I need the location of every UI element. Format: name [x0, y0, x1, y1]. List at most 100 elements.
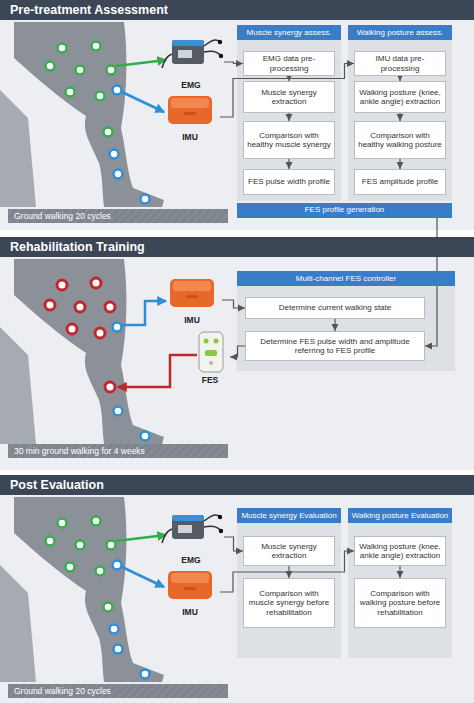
process-box: Comparison with muscle synergy before re… — [243, 578, 335, 628]
imu-device — [168, 96, 212, 124]
process-text: FES amplitude profile — [362, 177, 438, 186]
fes-electrode — [95, 328, 105, 338]
device-label: EMG — [181, 555, 200, 565]
fes-electrode — [105, 382, 115, 392]
process-box: Comparison with healthy walking posture — [354, 121, 446, 159]
column-heading: Muscle synergy assess. — [237, 25, 341, 40]
process-box: Comparison with healthy muscle synergy — [243, 121, 335, 159]
emg-device — [162, 515, 223, 543]
sensor-dots — [46, 42, 150, 204]
panel-heading: Rehabilitation Training — [0, 237, 474, 257]
column-heading: Walking posture Evaluation — [348, 508, 452, 523]
signal-arrow — [116, 60, 166, 66]
column-ground — [348, 25, 452, 201]
fes-electrode — [45, 300, 55, 310]
process-box: Walking posture (knee, ankle angle) extr… — [354, 536, 446, 566]
column-ground — [237, 25, 341, 201]
process-text: EMG data pre-processing — [247, 54, 331, 72]
ground-strip-box: Ground walking 20 cycles — [8, 209, 228, 223]
device-node: FES — [190, 329, 230, 385]
flow-arrow — [288, 113, 289, 121]
sensor-dots — [46, 517, 150, 679]
strip-caption: Ground walking 20 cycles — [8, 684, 228, 698]
process-box: Determine current walking state — [245, 297, 425, 319]
column-heading: Walking posture assess. — [348, 25, 452, 40]
process-text: IMU data pre-processing — [358, 54, 442, 72]
device-label: IMU — [182, 132, 198, 142]
flow-arrow — [399, 113, 400, 121]
process-column: Muscle synergy EvaluationMuscle synergy … — [237, 508, 341, 658]
device-node: IMU — [162, 275, 222, 325]
imu-sensor — [114, 407, 123, 416]
device-node: EMG — [158, 34, 224, 90]
process-text: Comparison with muscle synergy before re… — [247, 589, 331, 617]
process-text: Comparison with healthy muscle synergy — [247, 131, 331, 149]
panel-ground — [0, 237, 474, 470]
process-column: Multi-channel FES controllerDetermine cu… — [237, 271, 455, 371]
fes-electrode — [57, 280, 67, 290]
ground-strip-box: 30 min ground walking for 4 weeks — [8, 444, 228, 458]
flow-arrow — [399, 159, 400, 169]
leg-figure — [0, 22, 164, 207]
column-heading: Multi-channel FES controller — [237, 271, 455, 286]
process-text: FES pulse width profile — [248, 177, 330, 186]
leg-figure — [0, 497, 164, 682]
process-text: Muscle synergy extraction — [247, 542, 331, 560]
flow-arrow — [224, 537, 243, 551]
device-label: EMG — [181, 80, 200, 90]
ground-hatch — [8, 684, 228, 698]
process-box: Determine FES pulse width and amplitude … — [245, 331, 425, 361]
imu-device — [170, 279, 214, 307]
leg-figure — [0, 259, 164, 444]
column-heading: Muscle synergy Evaluation — [237, 508, 341, 523]
signal-arrow — [116, 535, 166, 541]
device-node: IMU — [160, 567, 220, 617]
section-panel: Post EvaluationEMG IMU Muscle synergy Eval… — [0, 475, 474, 703]
process-box: Comparison with walking posture before r… — [354, 578, 446, 628]
panel-figure — [0, 22, 166, 207]
signal-arrow — [122, 301, 166, 325]
ground-strip-box: Ground walking 20 cycles — [8, 684, 228, 698]
process-text: Walking posture (knee, ankle angle) extr… — [358, 542, 442, 560]
process-column: Walking posture assess. IMU data pre-proc… — [348, 25, 452, 201]
bar-text: FES profile generation — [305, 206, 385, 215]
panel-figure — [0, 259, 197, 444]
process-box: Muscle synergy extraction — [243, 81, 335, 113]
device-node: IMU — [160, 92, 220, 142]
panel-figure — [0, 497, 166, 682]
ground-strip — [8, 444, 228, 458]
process-column: Walking posture EvaluationWalking postur… — [348, 508, 452, 658]
ground-strip — [8, 209, 228, 223]
process-text: Determine current walking state — [279, 303, 392, 312]
process-box: FES pulse width profile — [243, 169, 335, 195]
device-label: FES — [202, 375, 219, 385]
device-label: IMU — [184, 315, 200, 325]
process-box: FES amplitude profile — [354, 169, 446, 195]
fes-electrode — [67, 324, 77, 334]
process-text: Determine FES pulse width and amplitude … — [249, 337, 421, 355]
flow-arrow — [288, 159, 289, 169]
ground-hatch — [8, 209, 228, 223]
process-box: IMU data pre-processing — [354, 51, 446, 76]
process-box: Muscle synergy extraction — [243, 536, 335, 566]
process-box: Walking posture (knee, ankle angle) extr… — [354, 81, 446, 113]
panel-heading: Post Evaluation — [0, 475, 474, 495]
process-column: Muscle synergy assess. EMG data pre-proce… — [237, 25, 341, 201]
section-panel: Pre-treatment AssessmentEMG IMU Muscle syn… — [0, 0, 474, 230]
process-text: Walking posture (knee, ankle angle) extr… — [358, 88, 442, 106]
imu-sensor — [141, 432, 150, 441]
emg-device — [162, 40, 223, 68]
process-box: EMG data pre-processing — [243, 51, 335, 76]
stimulation-arrow — [118, 355, 197, 387]
section-panel: Rehabilitation TrainingIMU FES Multi-chann… — [0, 237, 474, 470]
flow-arrow — [224, 62, 243, 64]
strip-caption: 30 min ground walking for 4 weeks — [8, 444, 228, 458]
ground-hatch — [8, 444, 228, 458]
device-button — [204, 339, 209, 344]
fes-electrode — [105, 302, 115, 312]
panel-heading: Pre-treatment Assessment — [0, 0, 474, 20]
process-text: Muscle synergy extraction — [247, 88, 331, 106]
flow-arrow — [288, 566, 289, 578]
device-display — [205, 350, 217, 356]
